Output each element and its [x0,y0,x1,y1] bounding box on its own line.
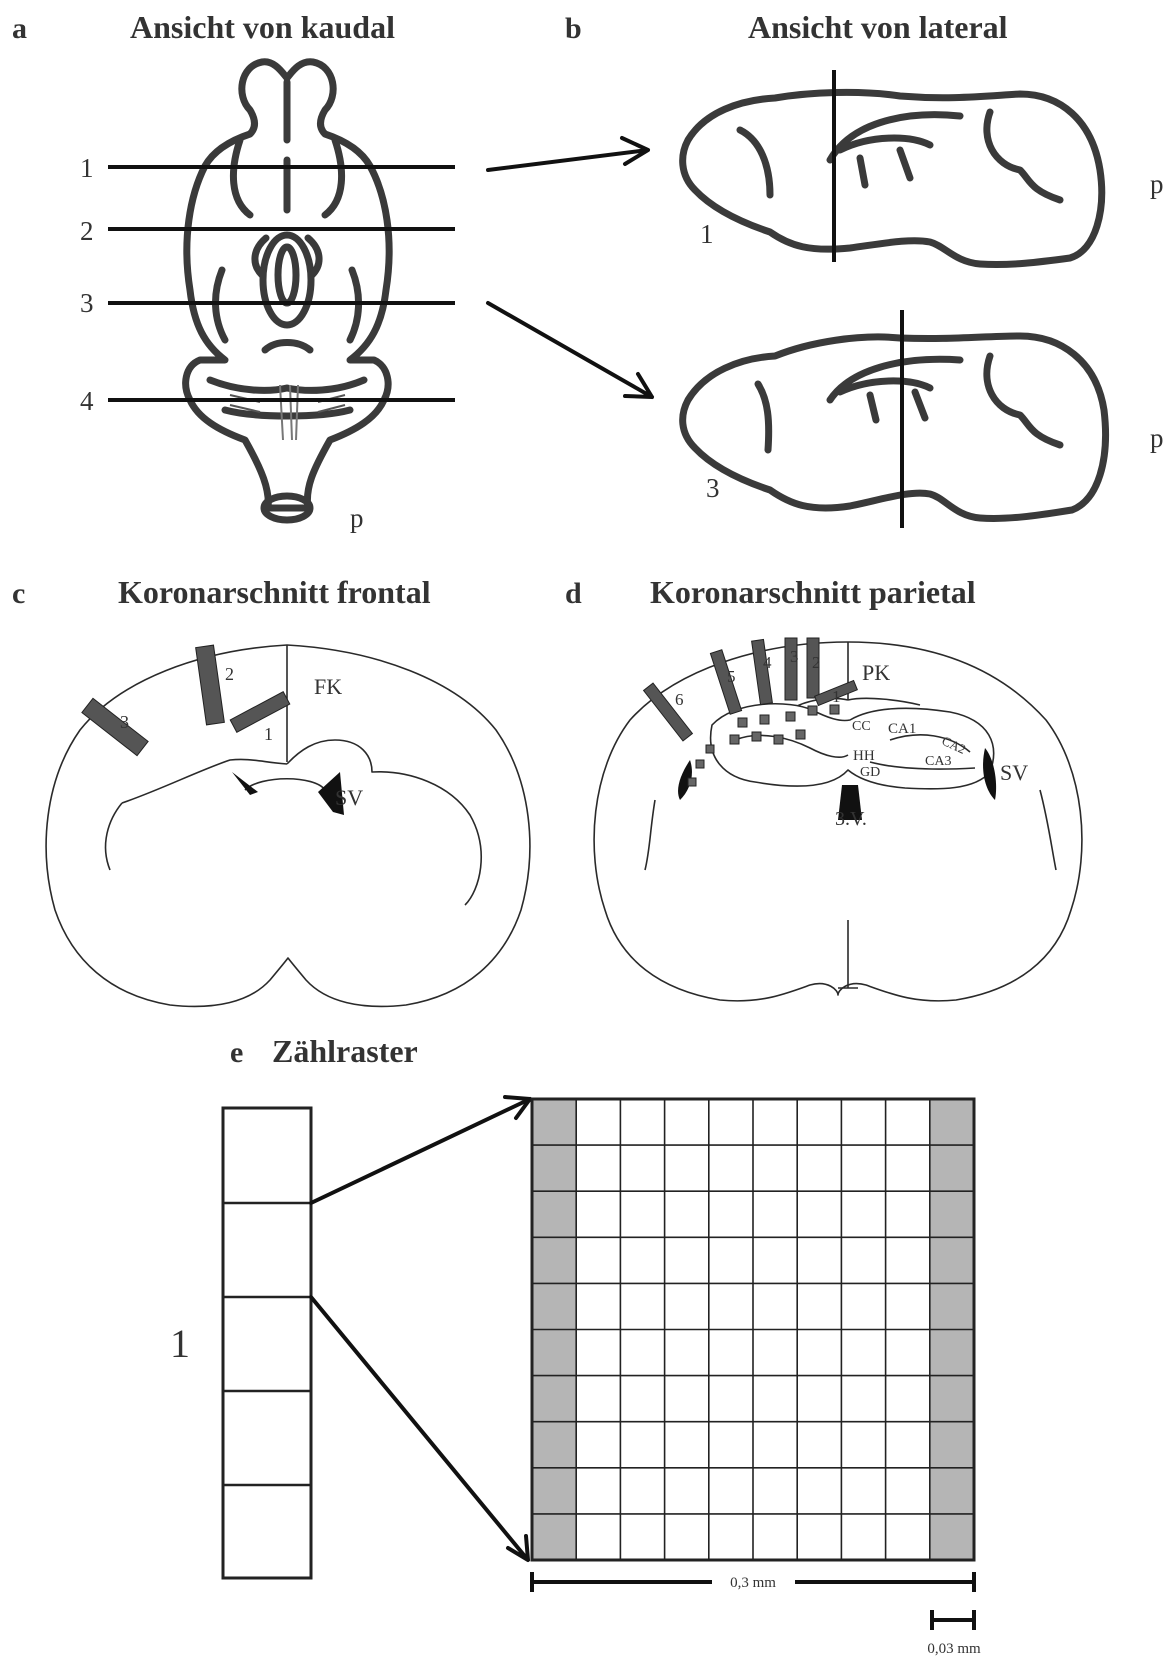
panel-d-letter: d [565,577,582,610]
strip-d-label-6: 6 [675,690,684,709]
arrow-to-section-3 [488,303,652,397]
arrow-to-grid-bottom [311,1297,528,1560]
scale-label-large: 0,3 mm [730,1575,776,1591]
strip-d-label-3: 3 [790,647,799,666]
panel-c: c Koronarschnitt frontal 2 1 3 FK SV [12,574,530,1006]
strip-d-label-4: 4 [763,653,772,672]
scale-bars: 0,3 mm 0,03 mm [532,1572,981,1657]
grid-lines [532,1099,974,1560]
panel-e-title: Zählraster [272,1033,418,1069]
posterior-label-a: p [350,503,364,533]
cut-label-3: 3 [80,288,94,318]
panel-a-title: Ansicht von kaudal [130,9,395,45]
section-1-label: 1 [700,219,714,249]
panel-d-title: Koronarschnitt parietal [650,574,976,610]
panel-c-title: Koronarschnitt frontal [118,574,431,610]
panel-a-letter: a [12,12,27,45]
cut-lines: 1 2 3 4 [80,153,455,416]
label-cc: CC [852,719,871,734]
strip-c-label-2: 2 [225,664,234,684]
cut-label-2: 2 [80,216,94,246]
label-hh: HH [853,748,875,764]
panel-e-letter: e [230,1036,243,1069]
cut-label-4: 4 [80,386,94,416]
third-ventricle-label: 3.V. [835,808,867,830]
panel-a: a Ansicht von kaudal 1 2 3 4 [12,9,652,533]
ventricle-label-d: SV [1000,760,1028,785]
strip-d-label-2: 2 [812,653,821,672]
grid-arrows [311,1097,530,1560]
cut-label-1: 1 [80,153,94,183]
strip-c-label-3: 3 [120,712,129,732]
posterior-label-b3: p [1150,423,1164,453]
coronal-section-frontal: 2 1 3 FK SV [46,645,530,1006]
counting-strip: 1 [170,1108,311,1578]
sagittal-brain-3: 3 p [683,310,1164,528]
section-3-label: 3 [706,473,720,503]
scale-label-small: 0,03 mm [927,1641,981,1657]
label-gd: GD [860,765,880,780]
strip-outline [223,1108,311,1578]
label-ca1: CA1 [888,721,916,737]
panel-b-title: Ansicht von lateral [748,9,1008,45]
panel-d: d Koronarschnitt parietal [565,574,1082,1001]
brain-ventral-view [186,62,389,520]
counting-grid [532,1099,974,1560]
panel-e: e Zählraster 1 0,3 mm [170,1033,981,1657]
label-ca3: CA3 [925,754,951,769]
coronal-section-parietal: 6 5 4 3 2 1 PK CC CA1 CA2 CA3 HH GD 3.V.… [594,638,1082,1001]
sagittal-brain-1: 1 p [683,70,1164,265]
arrow-to-grid-top [311,1097,530,1203]
strip-d-label-5: 5 [727,667,736,686]
panel-c-letter: c [12,577,25,610]
panel-b-letter: b [565,12,582,45]
parietal-cortex-label: PK [862,660,890,685]
strip-label: 1 [170,1321,190,1366]
frontal-cortex-label: FK [314,674,342,699]
ventricle-label-c: SV [335,785,363,810]
strip-c-label-1: 1 [264,724,273,744]
posterior-label-b1: p [1150,169,1164,199]
arrows-a-to-b [488,138,652,397]
arrow-to-section-1 [488,138,648,170]
strip-d-label-1: 1 [832,687,841,706]
panel-b: b Ansicht von lateral 1 p 3 p [565,9,1164,528]
